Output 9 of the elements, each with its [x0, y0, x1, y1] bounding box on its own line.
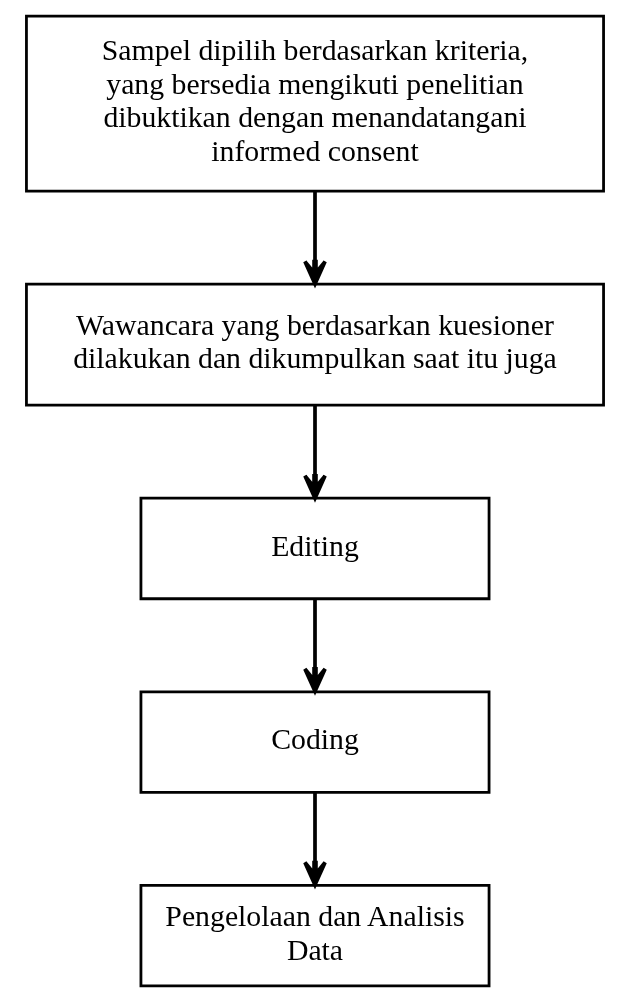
- arrow: [302, 191, 327, 286]
- node-box: Pengelolaan dan Analisis Data: [139, 884, 490, 988]
- node-box: Wawancara yang berdasarkan kuesioner dilakukan dan dikumpulkan saat itu juga: [24, 282, 605, 407]
- arrow: [302, 405, 327, 501]
- node-box: Sampel dipilih berdasarkan kriteria, yang bersedia mengikuti penelitian dibuktikan dengan menandatangani informed consent: [24, 14, 605, 193]
- node-box: Coding: [139, 690, 490, 794]
- arrow: [302, 792, 327, 887]
- arrow: [302, 598, 327, 694]
- node-box: Editing: [139, 496, 490, 601]
